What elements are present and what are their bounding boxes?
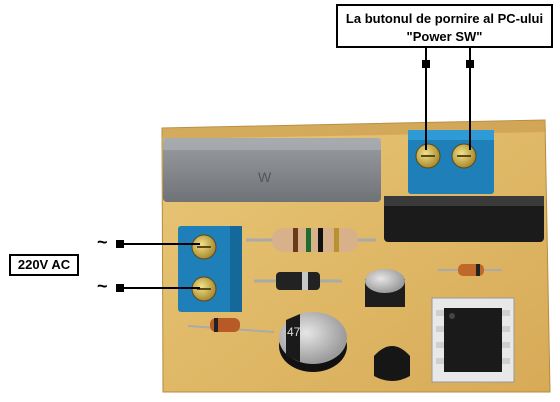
terminal-block-mains xyxy=(178,226,242,312)
relay xyxy=(384,196,544,242)
terminal-block-power-sw xyxy=(408,130,494,194)
mains-callout: 220V AC xyxy=(9,254,79,276)
leader-lines xyxy=(116,48,474,292)
resistor xyxy=(246,228,376,252)
power-switch-label-line1: La butonul de pornire al PC-ului xyxy=(345,11,544,26)
grey-film-capacitor: W xyxy=(163,138,381,202)
small-electrolytic-capacitor xyxy=(365,269,405,307)
small-diode xyxy=(438,264,502,276)
large-electrolytic-capacitor: 47 xyxy=(279,312,347,372)
rectifier-diode xyxy=(254,272,342,290)
small-diode-bottom xyxy=(187,318,275,333)
tilde-bottom: ~ xyxy=(97,276,108,296)
ic-chip xyxy=(431,297,515,383)
transistor xyxy=(374,346,410,381)
power-switch-callout: La butonul de pornire al PC-ului "Power … xyxy=(336,4,553,48)
svg-text:W: W xyxy=(258,169,272,185)
tilde-top: ~ xyxy=(97,232,108,252)
power-switch-label-line2: "Power SW" xyxy=(406,29,483,44)
svg-text:47: 47 xyxy=(287,325,301,339)
